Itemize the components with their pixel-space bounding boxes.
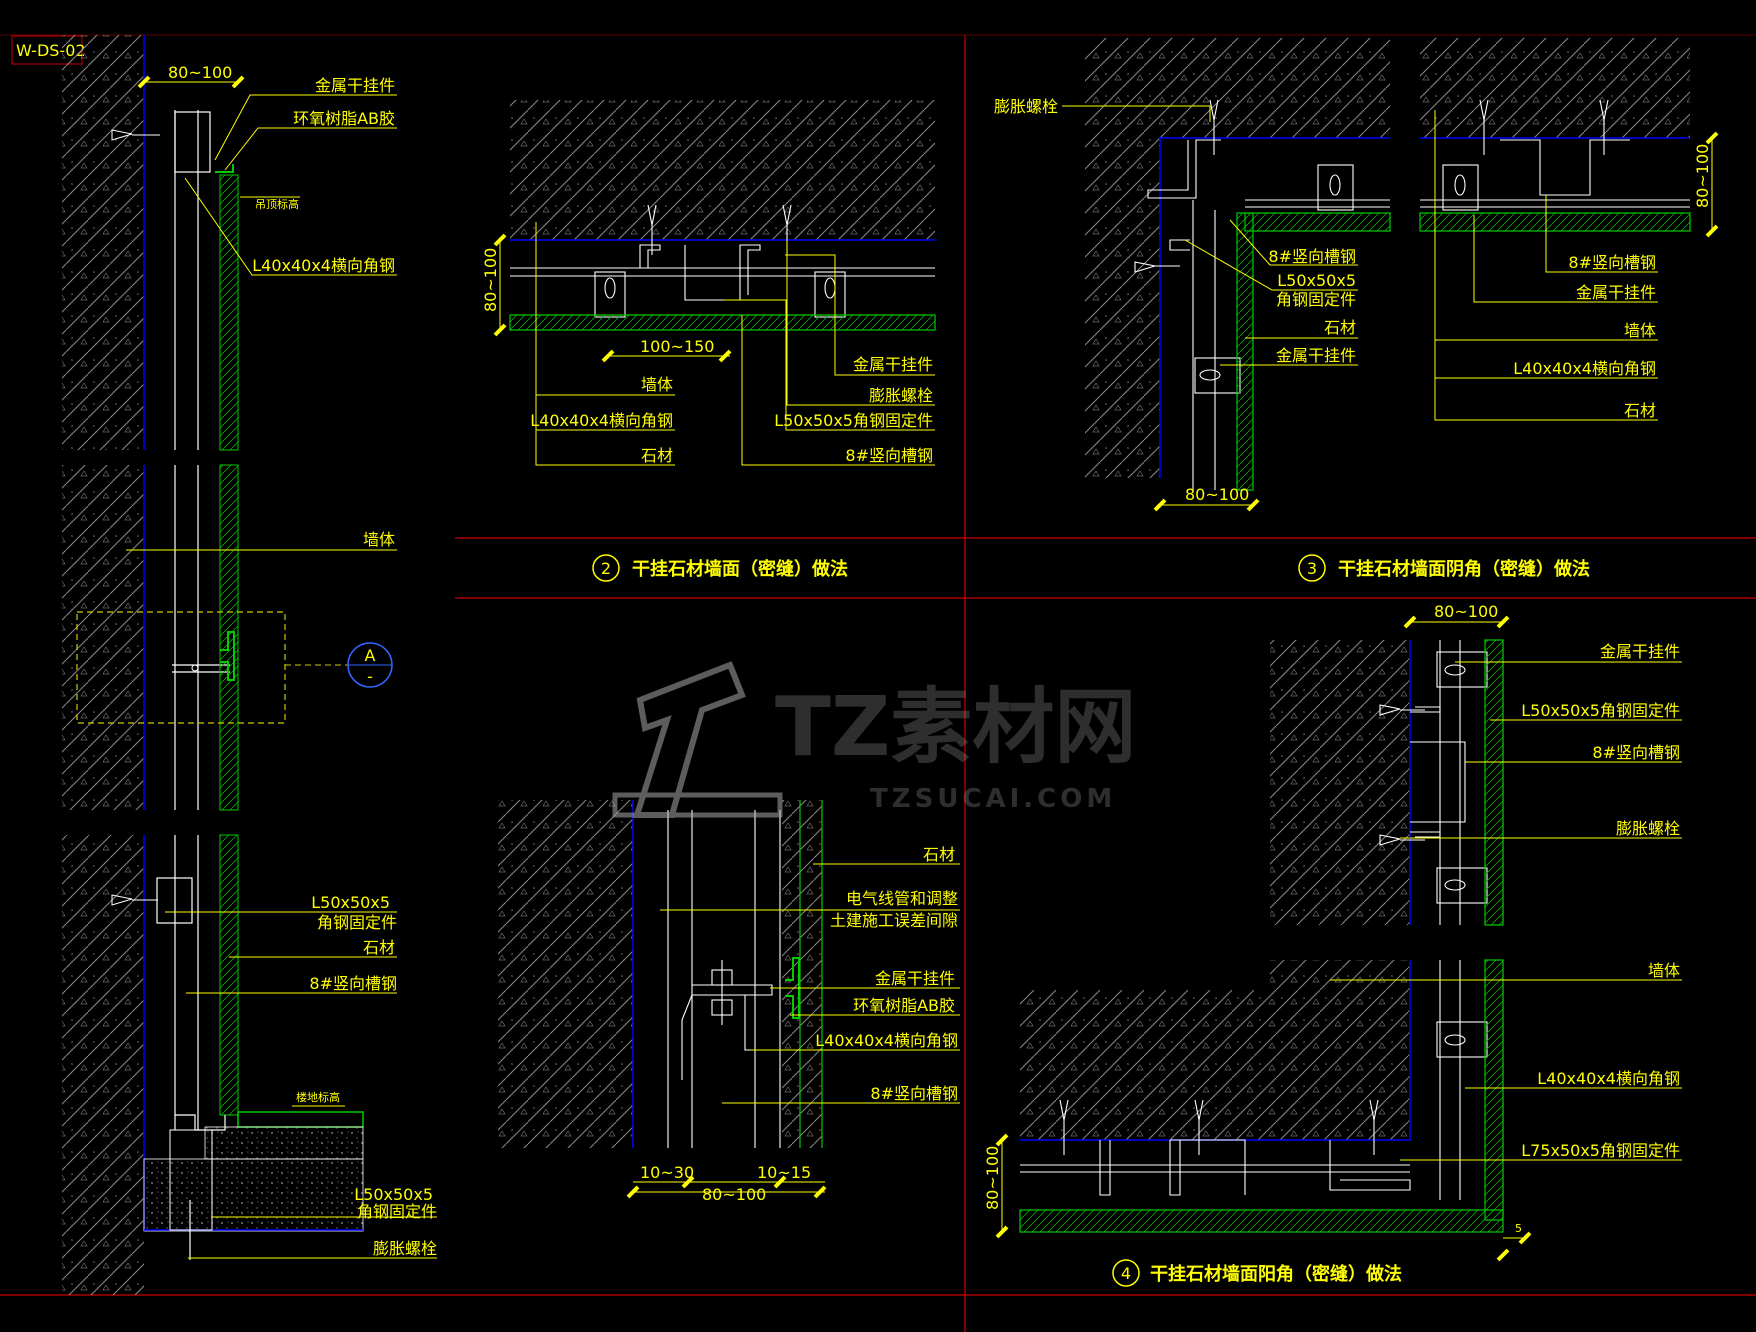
left-label-7: 石材 — [363, 938, 395, 957]
watermark-brand: TZ素材网 — [775, 680, 1136, 775]
da-label-6: 8#竖向槽钢 — [870, 1084, 958, 1103]
da-label-3: 金属干挂件 — [875, 969, 955, 988]
detail-3-inner-corner: 80~100 80~100 膨胀螺栓 8#竖向槽钢 L50x50x5 角钢固定件… — [994, 38, 1719, 582]
d2-label-4: 膨胀螺栓 — [869, 386, 933, 405]
left-wall-section: A - 80~100 金属干挂件 环氧树脂AB胶 吊顶标高 L40x40x4横向… — [62, 35, 437, 1295]
d4-label-4: 墙体 — [1648, 961, 1680, 980]
d4-label-1: L50x50x5角钢固定件 — [1521, 701, 1680, 720]
detail-a-enlarged: 10~30 80~100 10~15 石材 电气线管和调整 土建施工误差间隙 金… — [498, 800, 960, 1204]
da-label-1: 电气线管和调整 — [846, 889, 958, 908]
watermark: TZ素材网 TZSUCAI.COM — [612, 661, 1136, 818]
d3-dim-bottom: 80~100 — [1185, 485, 1249, 504]
left-label-9: 楼地标高 — [296, 1090, 340, 1104]
d4-label-3: 膨胀螺栓 — [1616, 819, 1680, 838]
d3-label-10: 石材 — [1624, 401, 1656, 420]
sheet-frame — [0, 34, 1756, 1332]
da-dim-left: 10~30 — [640, 1163, 694, 1182]
d4-dim-top: 80~100 — [1434, 602, 1498, 621]
d3-label-8: 墙体 — [1624, 321, 1656, 340]
left-label-12: 膨胀螺栓 — [373, 1239, 437, 1258]
callout-sub: - — [367, 667, 373, 686]
d3-label-3: 角钢固定件 — [1276, 290, 1356, 309]
d2-dim-side: 80~100 — [481, 248, 500, 312]
d3-label-0: 膨胀螺栓 — [994, 97, 1058, 116]
callout-letter: A — [365, 646, 376, 665]
d2-label-1: L40x40x4横向角钢 — [530, 411, 673, 430]
left-label-3: L40x40x4横向角钢 — [252, 256, 395, 275]
d2-label-6: 8#竖向槽钢 — [845, 446, 933, 465]
d3-label-2: L50x50x5 — [1277, 271, 1356, 290]
d3-number: 3 — [1307, 559, 1317, 578]
d3-label-5: 金属干挂件 — [1276, 346, 1356, 365]
left-label-8: 8#竖向槽钢 — [309, 974, 397, 993]
d4-title: 干挂石材墙面阳角（密缝）做法 — [1150, 1263, 1402, 1285]
d4-label-5: L40x40x4横向角钢 — [1537, 1069, 1680, 1088]
d2-label-3: 金属干挂件 — [853, 355, 933, 374]
d3-dim-side: 80~100 — [1693, 144, 1712, 208]
da-label-5: L40x40x4横向角钢 — [815, 1031, 958, 1050]
d3-label-4: 石材 — [1324, 318, 1356, 337]
d3-label-1: 8#竖向槽钢 — [1268, 247, 1356, 266]
left-label-2: 吊顶标高 — [255, 197, 299, 211]
left-label-10: L50x50x5 — [354, 1185, 433, 1204]
d2-label-0: 墙体 — [641, 375, 673, 394]
d4-label-0: 金属干挂件 — [1600, 642, 1680, 661]
da-dim-mid: 80~100 — [702, 1185, 766, 1204]
left-label-0: 金属干挂件 — [315, 76, 395, 95]
da-label-0: 石材 — [923, 845, 955, 864]
left-label-5: L50x50x5 — [311, 893, 390, 912]
da-label-2: 土建施工误差间隙 — [830, 911, 958, 930]
detail-2-plan: 80~100 100~150 墙体 L40x40x4横向角钢 石材 金属干挂件 … — [481, 100, 936, 582]
d2-label-5: L50x50x5角钢固定件 — [774, 411, 933, 430]
d2-number: 2 — [601, 559, 611, 578]
da-dim-right: 10~15 — [757, 1163, 811, 1182]
d4-number: 4 — [1121, 1264, 1131, 1283]
d4-dim-side: 80~100 — [983, 1146, 1002, 1210]
left-label-4: 墙体 — [363, 530, 395, 549]
d4-label-6: L75x50x5角钢固定件 — [1521, 1141, 1680, 1160]
d3-label-6: 8#竖向槽钢 — [1568, 253, 1656, 272]
d2-label-2: 石材 — [641, 446, 673, 465]
d4-dim-corner: 5 — [1515, 1222, 1522, 1235]
d4-label-2: 8#竖向槽钢 — [1592, 743, 1680, 762]
left-label-1: 环氧树脂AB胶 — [293, 109, 395, 128]
left-dim-top: 80~100 — [168, 63, 232, 82]
d2-title: 干挂石材墙面（密缝）做法 — [632, 558, 848, 580]
d3-label-9: L40x40x4横向角钢 — [1513, 359, 1656, 378]
left-label-6: 角钢固定件 — [317, 913, 397, 932]
da-label-4: 环氧树脂AB胶 — [853, 996, 955, 1015]
d3-label-7: 金属干挂件 — [1576, 283, 1656, 302]
watermark-url: TZSUCAI.COM — [870, 784, 1116, 814]
detail-4-outer-corner: 80~100 80~100 5 金属干挂件 L50x50x5角钢固定件 8#竖向… — [983, 602, 1682, 1287]
d2-dim-bottom: 100~150 — [640, 337, 714, 356]
d3-title: 干挂石材墙面阴角（密缝）做法 — [1338, 558, 1590, 580]
left-label-11: 角钢固定件 — [357, 1202, 437, 1221]
